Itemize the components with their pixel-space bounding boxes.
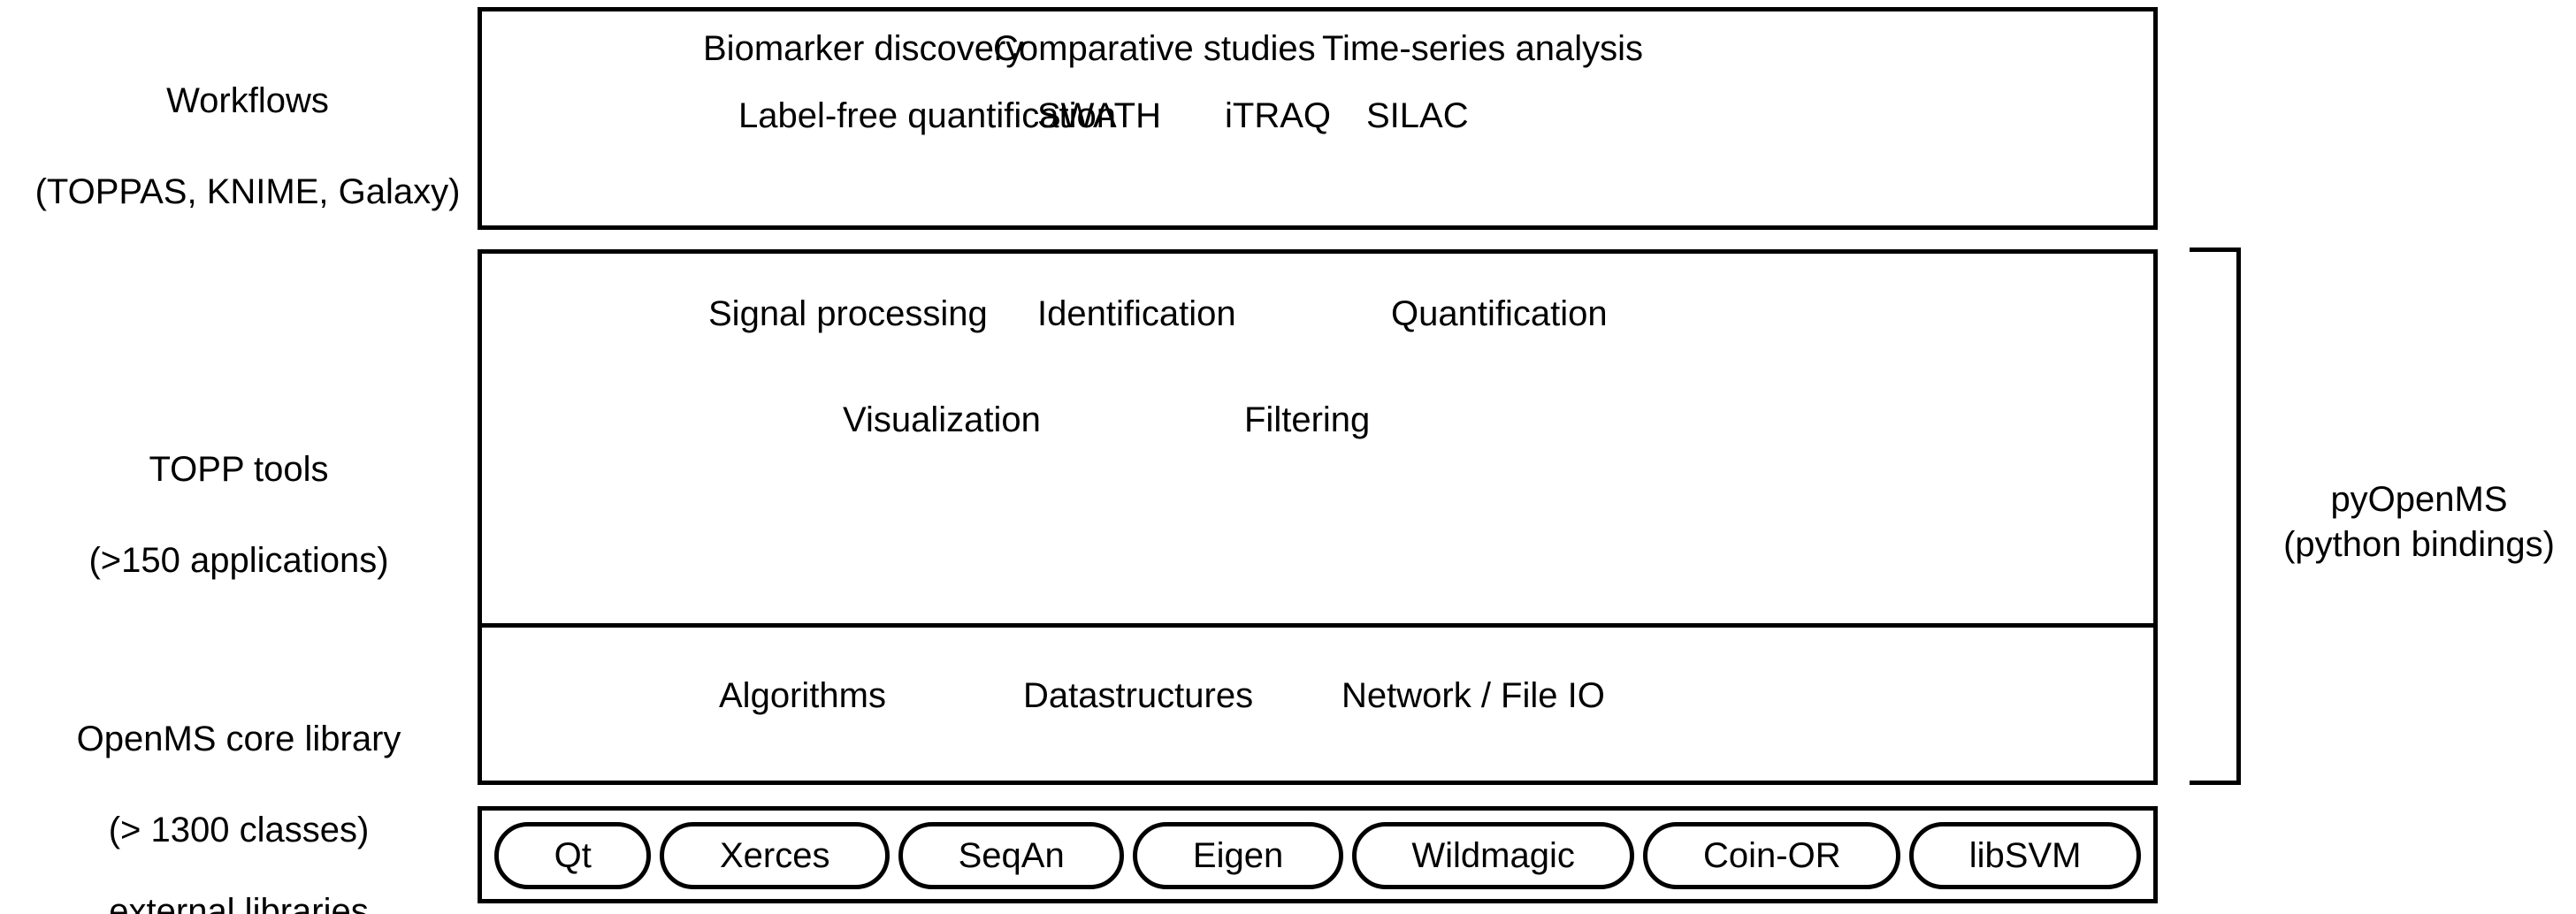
pyopenms-bracket-stem (2236, 248, 2241, 785)
external-library-pill-qt[interactable]: Qt (494, 822, 652, 889)
external-library-pill-coin-or[interactable]: Coin-OR (1643, 822, 1901, 889)
workflow-item-time-series-analysis: Time-series analysis (1322, 29, 1644, 68)
core-library-content: Algorithms Datastructures Network / File… (482, 254, 2153, 781)
external-library-pill-libsvm[interactable]: libSVM (1909, 822, 2142, 889)
row-label-external-libraries: external libraries (0, 844, 478, 914)
topp-tools-content: Signal processing Identification Quantif… (482, 254, 2153, 781)
row-label-external-libraries-line1: external libraries (109, 892, 369, 914)
external-library-pill-seqan[interactable]: SeqAn (898, 822, 1125, 889)
workflow-item-silac: SILAC (1366, 96, 1469, 135)
topp-tools-row-2: Visualization Filtering (482, 402, 2153, 448)
row-label-workflows-line2: (TOPPAS, KNIME, Galaxy) (34, 171, 461, 211)
pyopenms-bracket-arm-top (2190, 248, 2241, 252)
row-label-workflows: Workflows (TOPPAS, KNIME, Galaxy) (0, 34, 495, 260)
row-label-core-library-line2: (> 1300 classes) (108, 810, 370, 849)
row-label-core-library: OpenMS core library (> 1300 classes) (0, 672, 478, 898)
external-library-pill-xerces[interactable]: Xerces (660, 822, 891, 889)
pyopenms-bracket (2190, 248, 2241, 785)
core-item-datastructures: Datastructures (1023, 676, 1254, 715)
pyopenms-label-line1: pyOpenMS (2330, 480, 2508, 519)
row-label-core-library-line1: OpenMS core library (76, 720, 401, 759)
workflows-row-1: Biomarker discovery Comparative studies … (482, 31, 2153, 77)
topp-item-identification: Identification (1037, 294, 1236, 333)
topp-and-core-box: Signal processing Identification Quantif… (478, 249, 2158, 785)
workflows-box-content: Biomarker discovery Comparative studies … (482, 11, 2153, 225)
pyopenms-bracket-arm-bottom (2190, 781, 2241, 785)
workflow-item-biomarker-discovery: Biomarker discovery (703, 29, 1024, 68)
row-label-topp-tools: TOPP tools (>150 applications) (0, 402, 478, 628)
workflow-item-label-free-quantification: Label-free quantification (738, 96, 1116, 135)
topp-core-divider (482, 623, 2153, 628)
workflow-item-comparative-studies: Comparative studies (993, 29, 1316, 68)
workflows-box: Biomarker discovery Comparative studies … (478, 7, 2158, 230)
row-label-topp-tools-line1: TOPP tools (149, 450, 329, 490)
workflow-item-itraq: iTRAQ (1225, 96, 1331, 135)
external-libraries-pill-row: Qt Xerces SeqAn Eigen Wildmagic Coin-OR … (494, 822, 2142, 889)
workflow-item-swath: SWATH (1037, 96, 1161, 135)
core-item-algorithms: Algorithms (719, 676, 886, 715)
topp-tools-row-1: Signal processing Identification Quantif… (482, 296, 2153, 342)
external-library-pill-wildmagic[interactable]: Wildmagic (1351, 822, 1635, 889)
core-item-network-file-io: Network / File IO (1342, 676, 1605, 715)
pyopenms-label: pyOpenMS (python bindings) (2262, 477, 2576, 567)
topp-item-signal-processing: Signal processing (708, 294, 988, 333)
topp-item-filtering: Filtering (1244, 400, 1371, 439)
core-library-row-1: Algorithms Datastructures Network / File… (482, 678, 2153, 724)
external-library-pill-eigen[interactable]: Eigen (1133, 822, 1343, 889)
row-label-workflows-line1: Workflows (166, 81, 329, 121)
workflows-row-2: Label-free quantification SWATH iTRAQ SI… (482, 98, 2153, 144)
row-label-topp-tools-line2: (>150 applications) (88, 540, 389, 580)
topp-item-visualization: Visualization (843, 400, 1041, 439)
topp-item-quantification: Quantification (1391, 294, 1608, 333)
pyopenms-label-line2: (python bindings) (2283, 525, 2555, 565)
external-libraries-box: Qt Xerces SeqAn Eigen Wildmagic Coin-OR … (478, 806, 2158, 903)
